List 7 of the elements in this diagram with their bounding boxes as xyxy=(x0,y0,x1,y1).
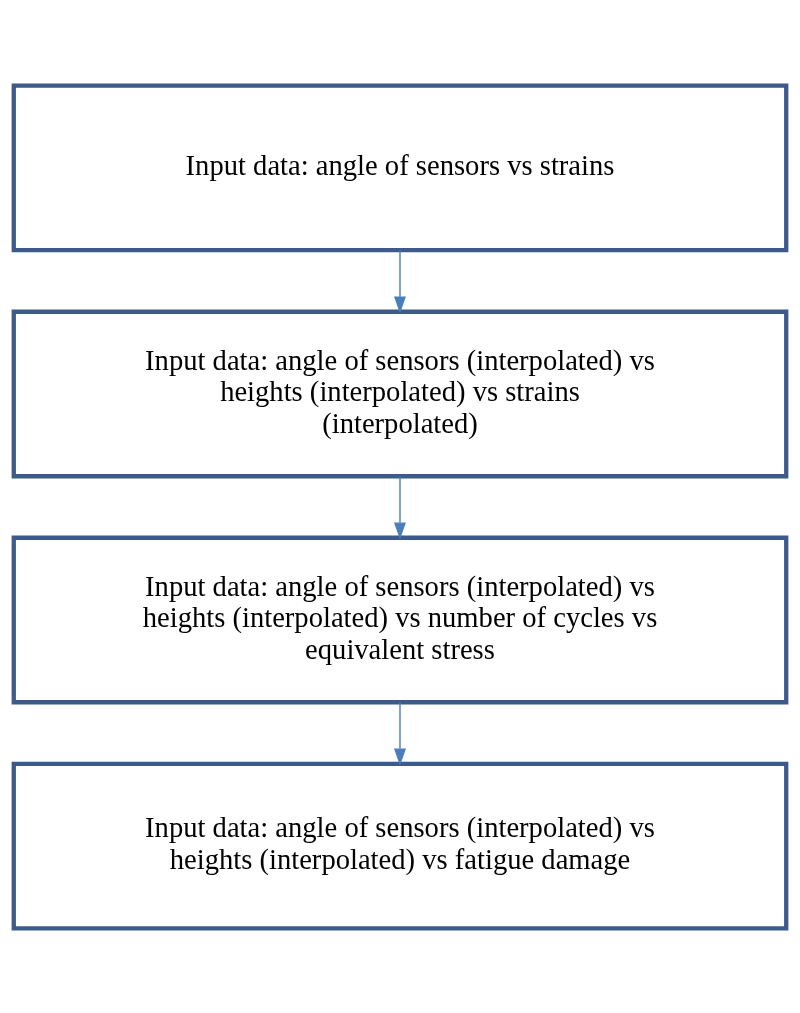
arrow xyxy=(394,701,406,766)
node-box: Input data: angle of sensors (interpolated) vs heights (interpolated) vs number of cycles vs equivalent stress xyxy=(11,535,789,704)
node-box: Input data: angle of sensors vs strains xyxy=(11,83,789,252)
arrow xyxy=(394,249,406,314)
node-box: Input data: angle of sensors (interpolated) vs heights (interpolated) vs strains (interpolated) xyxy=(11,309,789,478)
arrow xyxy=(394,475,406,540)
node-box: Input data: angle of sensors (interpolated) vs heights (interpolated) vs fatigue damage xyxy=(11,761,789,930)
